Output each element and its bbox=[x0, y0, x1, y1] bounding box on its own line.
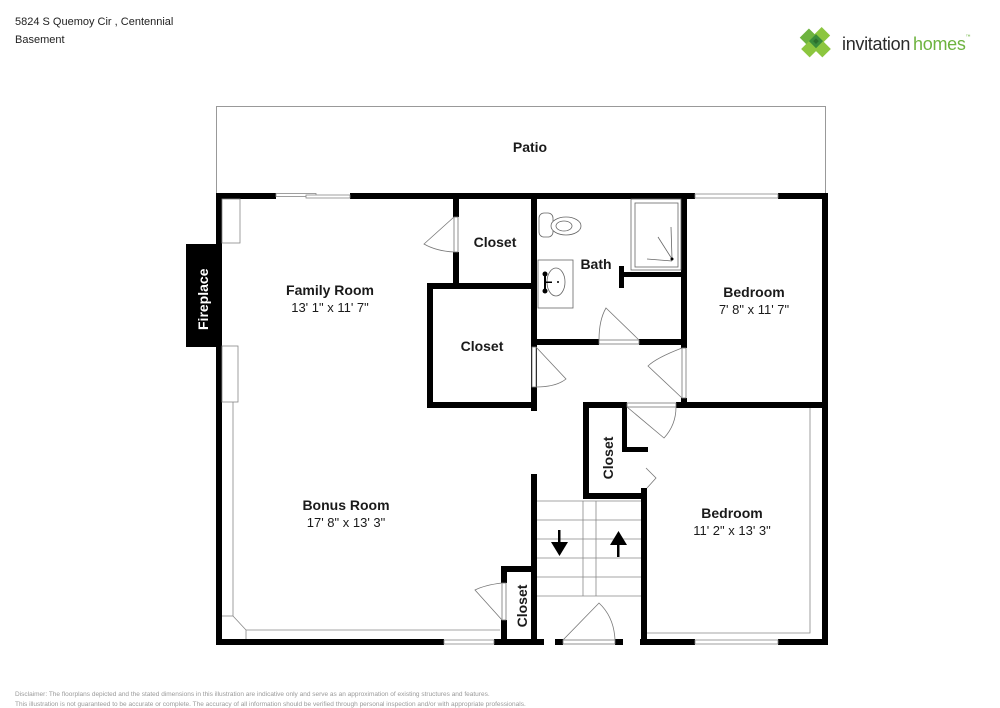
bedroom-1-label: Bedroom bbox=[723, 284, 784, 300]
floor-level: Basement bbox=[15, 34, 65, 46]
built-ins bbox=[221, 198, 811, 639]
disclaimer-line-1: Disclaimer: The floorplans depicted and … bbox=[15, 691, 490, 698]
logo-word-homes: homes bbox=[913, 33, 966, 54]
bonus-window bbox=[443, 639, 495, 645]
sliding-door bbox=[275, 193, 351, 199]
family-room-label: Family Room bbox=[286, 282, 374, 298]
bedroom-1-dimensions: 7' 8" x 11' 7" bbox=[719, 302, 790, 317]
bath-label: Bath bbox=[580, 256, 611, 272]
bonus-room-dimensions: 17' 8" x 13' 3" bbox=[307, 515, 386, 530]
bedroom-2-dimensions: 11' 2" x 13' 3" bbox=[693, 523, 771, 538]
patio-label: Patio bbox=[513, 139, 547, 155]
closet-lower-label: Closet bbox=[461, 338, 504, 354]
logo-clover-icon bbox=[799, 27, 831, 58]
property-address: 5824 S Quemoy Cir , Centennial bbox=[15, 16, 174, 28]
exterior-walls bbox=[216, 193, 828, 645]
doors bbox=[423, 216, 687, 645]
interior-walls bbox=[427, 199, 828, 645]
logo-trademark: ™ bbox=[965, 33, 971, 40]
closet-small-label: Closet bbox=[514, 584, 530, 627]
disclaimer-line-2: This illustration is not guaranteed to b… bbox=[15, 701, 526, 708]
stairs-up-arrow-icon bbox=[610, 531, 627, 557]
family-room-dimensions: 13' 1" x 11' 7" bbox=[291, 300, 369, 315]
logo-word-invitation: invitation bbox=[842, 33, 911, 54]
closet-upper-label: Closet bbox=[474, 234, 517, 250]
staircase bbox=[537, 500, 641, 597]
fireplace-label: Fireplace bbox=[195, 268, 211, 330]
sink-faucet-icon bbox=[542, 257, 674, 294]
fireplace bbox=[186, 244, 218, 347]
bath-fixtures bbox=[537, 198, 682, 309]
bonus-room-label: Bonus Room bbox=[302, 497, 389, 513]
bedroom-window-top bbox=[694, 193, 779, 199]
stairs-down-arrow-icon bbox=[551, 530, 568, 556]
bedroom-window-bottom bbox=[694, 639, 779, 645]
closet-middle-label: Closet bbox=[600, 436, 616, 479]
bedroom-2-label: Bedroom bbox=[701, 505, 762, 521]
